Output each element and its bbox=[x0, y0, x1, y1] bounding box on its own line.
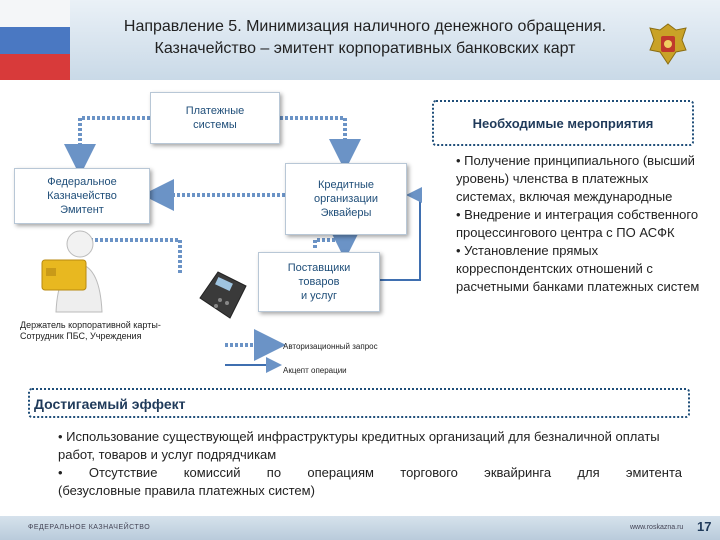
treasury-line-2: Казначейство bbox=[47, 190, 117, 202]
payment-systems-line-1: Платежные bbox=[185, 105, 245, 117]
treasury-line-3: Эмитент bbox=[60, 204, 104, 216]
russian-flag-icon bbox=[0, 0, 70, 80]
card-icon bbox=[41, 259, 87, 291]
measures-list: • Получение принципиального (высший уров… bbox=[456, 152, 706, 296]
credit-orgs-line-2: организации bbox=[313, 193, 379, 205]
measure-item: • Установление прямых корреспондентских … bbox=[456, 243, 700, 294]
credit-orgs-line-3: Эквайеры bbox=[320, 207, 372, 219]
measure-item: • Внедрение и интеграция собственного пр… bbox=[456, 207, 699, 240]
credit-orgs-line-1: Кредитные bbox=[317, 179, 375, 191]
payment-systems-line-2: системы bbox=[193, 119, 237, 131]
treasury-box: Федеральное Казначейство Эмитент bbox=[14, 168, 150, 224]
suppliers-line-3: и услуг bbox=[300, 290, 337, 302]
footer-org: ФЕДЕРАЛЬНОЕ КАЗНАЧЕЙСТВО bbox=[28, 524, 151, 531]
pos-terminal-icon bbox=[199, 271, 247, 319]
legend-accept: Акцепт операции bbox=[283, 366, 347, 375]
header-bar bbox=[0, 0, 720, 80]
effect-list: • Использование существующей инфраструкт… bbox=[58, 428, 682, 500]
effect-title-box: Достигаемый эффект bbox=[28, 388, 690, 418]
measure-item: • Получение принципиального (высший уров… bbox=[456, 153, 695, 204]
emblem-icon bbox=[649, 23, 687, 65]
payment-systems-box: Платежные системы bbox=[150, 92, 280, 144]
footer-website[interactable]: www.roskazna.ru bbox=[630, 524, 684, 531]
footer-bar: ФЕДЕРАЛЬНОЕ КАЗНАЧЕЙСТВО www.roskazna.ru… bbox=[0, 516, 720, 540]
page-number: 17 bbox=[697, 519, 712, 534]
credit-orgs-box: Кредитные организации Эквайеры bbox=[285, 163, 407, 235]
card-holder-label: Держатель корпоративной карты- Сотрудник… bbox=[20, 320, 161, 341]
suppliers-line-1: Поставщики bbox=[287, 262, 351, 274]
title-line-2: Казначейство – эмитент корпоративных бан… bbox=[154, 40, 576, 57]
effect-item-2: • Отсутствие комиссий по операциям торго… bbox=[58, 465, 682, 480]
suppliers-box: Поставщики товаров и услуг bbox=[258, 252, 380, 312]
effect-item-2-cont: (безусловные правила платежных систем) bbox=[58, 483, 315, 498]
effect-title: Достигаемый эффект bbox=[34, 396, 186, 412]
measures-title-box: Необходимые мероприятия bbox=[432, 100, 694, 146]
treasury-line-1: Федеральное bbox=[47, 176, 117, 188]
page-title: Направление 5. Минимизация наличного ден… bbox=[80, 16, 650, 60]
effect-item-1: • Использование существующей инфраструкт… bbox=[58, 429, 660, 462]
title-line-1: Направление 5. Минимизация наличного ден… bbox=[123, 18, 607, 35]
legend-auth-request: Авторизационный запрос bbox=[283, 342, 378, 351]
suppliers-line-2: товаров bbox=[298, 276, 340, 288]
measures-title: Необходимые мероприятия bbox=[472, 115, 654, 131]
